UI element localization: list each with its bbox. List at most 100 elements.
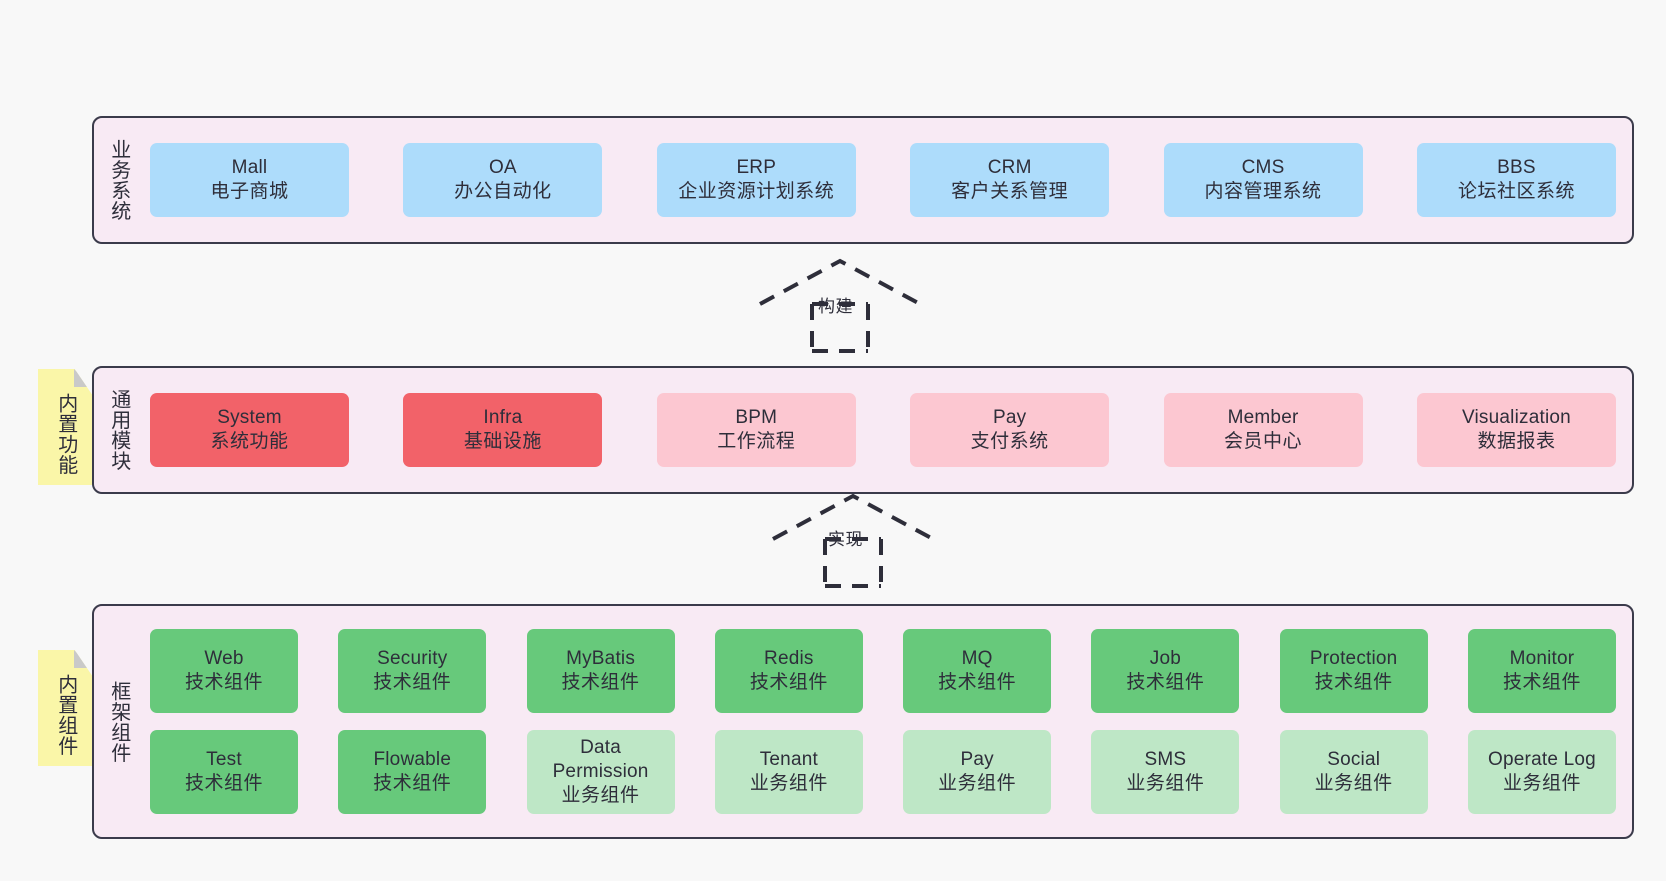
card-title-cn: 电子商城 <box>210 181 289 202</box>
card-title-en: Protection <box>1309 647 1398 669</box>
card-title-cn: 技术组件 <box>938 672 1017 693</box>
card-title-cn: 技术组件 <box>373 672 452 693</box>
card-cms[interactable]: CMS 内容管理系统 <box>1163 143 1363 217</box>
layer-framework-title: 框架组件 <box>107 680 130 763</box>
card-crm[interactable]: CRM 客户关系管理 <box>910 143 1110 217</box>
card-title-en: Pay <box>993 406 1027 428</box>
card-title-cn: 办公自动化 <box>454 181 552 202</box>
card-web[interactable]: Web 技术组件 <box>150 629 298 713</box>
card-bpm[interactable]: BPM 工作流程 <box>656 393 856 467</box>
card-title-en: Member <box>1227 406 1299 428</box>
card-sms[interactable]: SMS 业务组件 <box>1091 730 1240 814</box>
card-title-cn: 业务组件 <box>561 785 640 807</box>
layer-business-title: 业务系统 <box>107 139 130 221</box>
card-title-cn: 支付系统 <box>970 431 1049 452</box>
card-title-en: OA <box>488 156 517 178</box>
connector-build-label: 构建 <box>818 297 853 316</box>
card-redis[interactable]: Redis 技术组件 <box>714 629 863 713</box>
card-protection[interactable]: Protection 技术组件 <box>1279 629 1428 713</box>
card-erp[interactable]: ERP 企业资源计划系统 <box>656 143 856 217</box>
card-title-en: Tenant <box>759 748 818 770</box>
card-social[interactable]: Social 业务组件 <box>1279 730 1428 814</box>
card-title-cn: 企业资源计划系统 <box>678 181 835 202</box>
card-infra[interactable]: Infra 基础设施 <box>403 393 603 467</box>
card-title-en: Web <box>204 647 244 669</box>
card-title-cn: 会员中心 <box>1224 431 1303 452</box>
card-title-cn: 技术组件 <box>184 773 263 794</box>
card-title-en: Redis <box>764 647 814 669</box>
card-pay-component[interactable]: Pay 业务组件 <box>903 730 1052 814</box>
layer-common-title: 通用模块 <box>107 389 130 471</box>
layer-framework-body: Web 技术组件 Security 技术组件 MyBatis 技术组件 Redi… <box>142 606 1632 837</box>
card-title-en: Mall <box>231 156 268 178</box>
layer-business-systems[interactable]: 业务系统 Mall 电子商城 OA 办公自动化 ERP 企业资源计划系统 CRM… <box>92 116 1634 244</box>
layer-framework-components[interactable]: 框架组件 Web 技术组件 Security 技术组件 MyBatis 技术组件… <box>92 604 1634 839</box>
layer-common-modules[interactable]: 通用模块 System 系统功能 Infra 基础设施 BPM 工作流程 Pay… <box>92 366 1634 494</box>
card-data-permission[interactable]: Data Permission 业务组件 <box>526 730 675 814</box>
card-title-cn: 内容管理系统 <box>1204 181 1322 202</box>
sticky-note-builtin-features: 内置功能 <box>38 369 92 485</box>
card-title-cn: 技术组件 <box>373 773 452 794</box>
card-title-cn: 业务组件 <box>938 773 1017 794</box>
sticky-note-builtin-components: 内置组件 <box>38 650 92 766</box>
card-title-en: Visualization <box>1461 406 1571 428</box>
card-tenant[interactable]: Tenant 业务组件 <box>714 730 863 814</box>
card-title-cn: 基础设施 <box>463 431 542 452</box>
card-oa[interactable]: OA 办公自动化 <box>403 143 603 217</box>
card-title-en: SMS <box>1144 748 1187 770</box>
card-title-en: Job <box>1149 647 1182 669</box>
card-title-cn: 系统功能 <box>210 431 289 452</box>
card-title-en: Security <box>377 647 448 669</box>
card-title-en: System <box>217 406 282 428</box>
card-mall[interactable]: Mall 电子商城 <box>150 143 349 217</box>
card-title-en: Social <box>1327 748 1381 770</box>
connector-implement-label: 实现 <box>828 530 863 549</box>
card-mq[interactable]: MQ 技术组件 <box>903 629 1052 713</box>
card-title-cn: 技术组件 <box>1502 672 1581 693</box>
card-title-en: Flowable <box>373 748 452 770</box>
card-system[interactable]: System 系统功能 <box>150 393 349 467</box>
layer-common-body: System 系统功能 Infra 基础设施 BPM 工作流程 Pay 支付系统… <box>142 368 1632 492</box>
card-title-cn: 客户关系管理 <box>951 181 1069 202</box>
card-title-en: Pay <box>960 748 994 770</box>
card-title-en: Test <box>206 748 242 770</box>
framework-card-row-business: Test 技术组件 Flowable 技术组件 Data Permission … <box>150 730 1616 814</box>
card-monitor[interactable]: Monitor 技术组件 <box>1467 629 1616 713</box>
card-job[interactable]: Job 技术组件 <box>1091 629 1240 713</box>
card-title-cn: 业务组件 <box>1502 773 1581 794</box>
card-title-en: BBS <box>1497 156 1536 178</box>
layer-business-body: Mall 电子商城 OA 办公自动化 ERP 企业资源计划系统 CRM 客户关系… <box>142 118 1632 242</box>
card-title-cn: 业务组件 <box>1314 773 1393 794</box>
card-title-cn: 工作流程 <box>717 431 796 452</box>
card-title-cn: 技术组件 <box>1126 672 1205 693</box>
card-title-en: BPM <box>735 406 778 428</box>
card-title-en: CRM <box>987 156 1032 178</box>
card-title-en: ERP <box>736 156 777 178</box>
card-operate-log[interactable]: Operate Log 业务组件 <box>1467 730 1616 814</box>
connector-implement-arrow <box>768 491 938 591</box>
card-pay-module[interactable]: Pay 支付系统 <box>910 393 1110 467</box>
card-title-en: CMS <box>1241 156 1285 178</box>
framework-card-row-technical: Web 技术组件 Security 技术组件 MyBatis 技术组件 Redi… <box>150 629 1616 713</box>
card-title-en: MyBatis <box>566 647 636 669</box>
card-title-cn: 数据报表 <box>1477 431 1556 452</box>
card-title-en: Data Permission <box>552 736 649 782</box>
card-title-cn: 技术组件 <box>749 672 828 693</box>
card-bbs[interactable]: BBS 论坛社区系统 <box>1416 143 1616 217</box>
card-member[interactable]: Member 会员中心 <box>1163 393 1363 467</box>
card-mybatis[interactable]: MyBatis 技术组件 <box>526 629 675 713</box>
card-title-cn: 技术组件 <box>184 672 263 693</box>
connector-build-arrow <box>755 256 925 356</box>
card-title-cn: 技术组件 <box>1314 672 1393 693</box>
card-flowable[interactable]: Flowable 技术组件 <box>338 730 487 814</box>
card-title-cn: 技术组件 <box>561 672 640 693</box>
card-test[interactable]: Test 技术组件 <box>150 730 298 814</box>
card-title-cn: 业务组件 <box>749 773 828 794</box>
card-security[interactable]: Security 技术组件 <box>338 629 487 713</box>
card-title-cn: 业务组件 <box>1126 773 1205 794</box>
card-title-en: Operate Log <box>1488 748 1596 770</box>
card-title-en: Infra <box>483 406 523 428</box>
card-title-cn: 论坛社区系统 <box>1457 181 1575 202</box>
card-title-en: Monitor <box>1509 647 1575 669</box>
card-visualization[interactable]: Visualization 数据报表 <box>1416 393 1616 467</box>
